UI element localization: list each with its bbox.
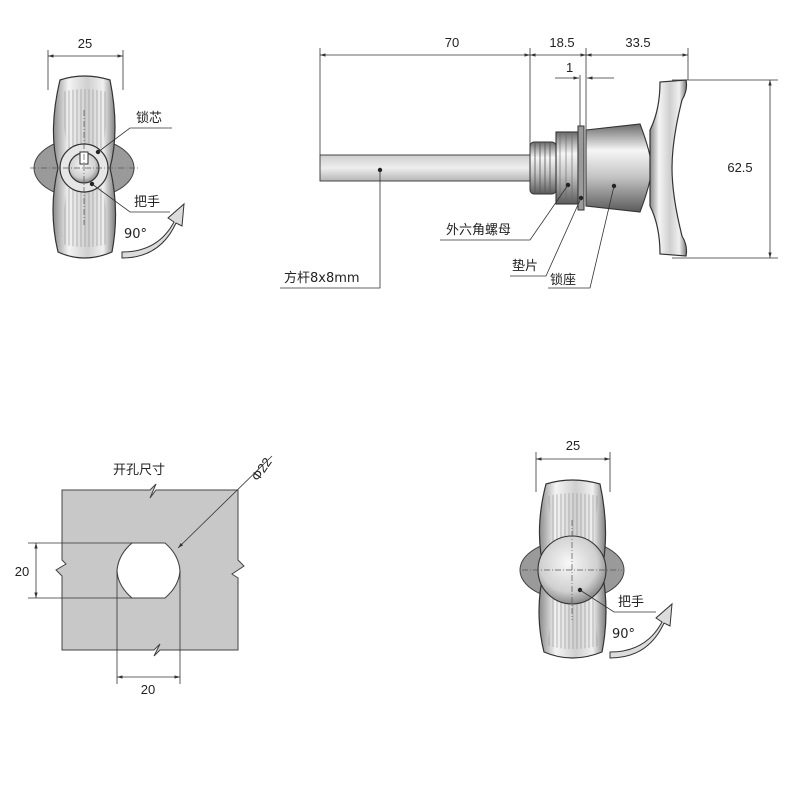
cutout-diameter-label: Φ22 [248, 455, 275, 484]
hex-nut-leader [440, 184, 569, 241]
height-label: 62.5 [727, 160, 752, 175]
gap-label: 1 [566, 60, 573, 75]
front-view: 25 锁芯 把手 90° [30, 36, 185, 259]
lock-seat [585, 123, 653, 213]
back-rotation-label: 90° [612, 627, 635, 642]
square-rod-label: 方杆8x8mm [284, 270, 360, 286]
thread-section [529, 141, 557, 195]
washer [577, 125, 585, 211]
cutout-height-label: 20 [15, 564, 29, 579]
cutout-width-label: 20 [141, 682, 155, 697]
handle-depth-label: 33.5 [625, 35, 650, 50]
front-handle-label: 把手 [134, 195, 160, 210]
hex-nut-label: 外六角螺母 [446, 223, 511, 238]
back-handle-label: 把手 [618, 595, 644, 610]
washer-label: 垫片 [512, 258, 538, 274]
back-view: 25 把手 90° [519, 438, 673, 659]
back-rotation-arrow-icon [609, 602, 673, 659]
shaft-length-label: 70 [445, 35, 459, 50]
square-rod-leader [280, 170, 381, 289]
cutout-hole [116, 542, 181, 599]
back-width-label: 25 [566, 438, 580, 453]
lock-seat-label: 锁座 [550, 272, 576, 288]
nut-zone-label: 18.5 [549, 35, 574, 50]
front-handle-ribs-bottom [62, 188, 108, 247]
lock-core-leader [97, 127, 172, 153]
side-handle-wing [649, 79, 688, 257]
side-view: 70 18.5 33.5 1 62.5 [280, 35, 778, 289]
lock-seat-leader [548, 185, 615, 289]
front-rotation-arrow-icon [121, 202, 185, 259]
front-width-label: 25 [78, 36, 92, 51]
back-handle-ribs-top [548, 493, 598, 548]
back-handle-ribs-bottom [548, 596, 598, 649]
lock-core-label: 锁芯 [136, 110, 162, 126]
cutout-diameter-leader [177, 455, 273, 549]
square-rod [319, 154, 533, 182]
front-handle-ribs-top [62, 89, 108, 148]
washer-leader [510, 197, 582, 277]
cutout-title: 开孔尺寸 [113, 463, 165, 478]
front-rotation-label: 90° [124, 227, 147, 242]
cutout-view: 开孔尺寸 20 20 Φ22 [15, 455, 275, 697]
back-handle-leader [579, 589, 656, 613]
hex-nut [555, 131, 579, 205]
front-handle-leader [91, 183, 170, 213]
